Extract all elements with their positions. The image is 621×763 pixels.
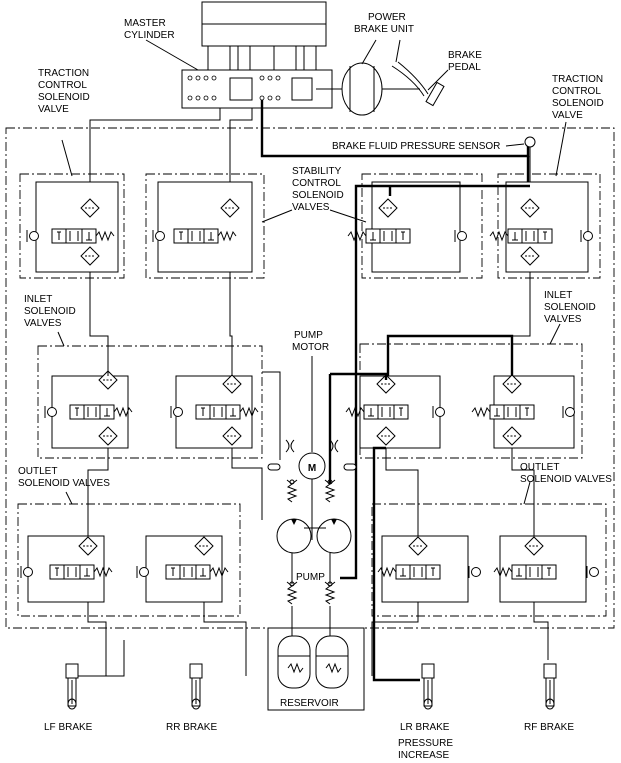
svg-text:INLET: INLET — [544, 290, 572, 301]
label-brake-pedal: BRAKE PEDAL — [448, 50, 482, 73]
traction-valve-right — [489, 173, 601, 279]
stability-valve-left — [145, 173, 265, 279]
stability-valve-right — [347, 173, 483, 279]
lf-caliper-icon — [65, 663, 79, 710]
label-traction-right: TRACTION CONTROL SOLENOID VALVE — [552, 74, 604, 121]
label-pump: PUMP — [296, 572, 325, 583]
svg-text:INCREASE: INCREASE — [398, 750, 449, 761]
leader-lines — [57, 39, 567, 505]
inlet-valves-right — [345, 343, 583, 459]
master-cylinder-assembly — [181, 1, 445, 116]
label-outlet-left: OUTLET SOLENOID VALVES — [18, 466, 110, 489]
svg-text:CONTROL: CONTROL — [292, 178, 341, 189]
label-rr-brake: RR BRAKE — [166, 722, 217, 733]
label-outlet-right: OUTLET SOLENOID VALVES — [520, 462, 612, 485]
svg-text:VALVE: VALVE — [552, 110, 583, 121]
outlet-valves-left — [17, 503, 241, 617]
pressurized-line — [260, 100, 530, 682]
svg-text:BRAKE UNIT: BRAKE UNIT — [354, 24, 414, 35]
svg-text:VALVES: VALVES — [544, 314, 582, 325]
svg-text:SOLENOID VALVES: SOLENOID VALVES — [520, 474, 612, 485]
label-reservoir: RESERVOIR — [280, 698, 339, 709]
left-circuit-lines — [78, 108, 281, 677]
svg-text:CYLINDER: CYLINDER — [124, 30, 175, 41]
svg-text:MASTER: MASTER — [124, 18, 166, 29]
rf-caliper-icon — [543, 663, 557, 710]
svg-text:MOTOR: MOTOR — [292, 342, 329, 353]
rr-caliper-icon — [189, 663, 203, 710]
lr-caliper-icon — [421, 663, 435, 710]
label-stability: STABILITY CONTROL SOLENOID VALVES — [292, 166, 344, 213]
svg-text:SOLENOID: SOLENOID — [552, 98, 604, 109]
svg-text:CONTROL: CONTROL — [38, 80, 87, 91]
pump-motor-assembly: M — [267, 356, 365, 711]
label-lf-brake: LF BRAKE — [44, 722, 93, 733]
svg-text:SOLENOID: SOLENOID — [24, 306, 76, 317]
svg-text:PRESSURE: PRESSURE — [398, 738, 453, 749]
svg-text:STABILITY: STABILITY — [292, 166, 342, 177]
label-lr-brake: LR BRAKE — [400, 722, 450, 733]
svg-text:PEDAL: PEDAL — [448, 62, 481, 73]
svg-text:POWER: POWER — [368, 12, 406, 23]
label-pressure-sensor: BRAKE FLUID PRESSURE SENSOR — [332, 141, 500, 152]
svg-text:VALVES: VALVES — [24, 318, 62, 329]
label-traction-left: TRACTION CONTROL SOLENOID VALVE — [38, 68, 90, 115]
svg-text:SOLENOID: SOLENOID — [544, 302, 596, 313]
label-pump-motor: PUMP MOTOR — [292, 330, 329, 353]
label-inlet-right: INLET SOLENOID VALVES — [544, 290, 596, 325]
label-pressure-increase: PRESSURE INCREASE — [398, 738, 453, 761]
svg-text:VALVE: VALVE — [38, 104, 69, 115]
inlet-valves-left — [37, 345, 263, 459]
label-inlet-left: INLET SOLENOID VALVES — [24, 294, 76, 329]
svg-text:OUTLET: OUTLET — [18, 466, 57, 477]
label-rf-brake: RF BRAKE — [524, 722, 574, 733]
pressure-sensor-icon — [524, 136, 536, 148]
svg-text:INLET: INLET — [24, 294, 52, 305]
svg-text:OUTLET: OUTLET — [520, 462, 559, 473]
svg-text:SOLENOID: SOLENOID — [292, 190, 344, 201]
motor-symbol: M — [308, 463, 316, 474]
label-power-brake-unit: POWER BRAKE UNIT — [354, 12, 414, 35]
svg-text:VALVES: VALVES — [292, 202, 330, 213]
outlet-valves-right — [371, 503, 607, 617]
traction-valve-left — [19, 173, 125, 279]
svg-text:SOLENOID: SOLENOID — [38, 92, 90, 103]
svg-text:SOLENOID VALVES: SOLENOID VALVES — [18, 478, 110, 489]
svg-text:CONTROL: CONTROL — [552, 86, 601, 97]
svg-text:BRAKE: BRAKE — [448, 50, 482, 61]
label-master-cylinder: MASTER CYLINDER — [124, 18, 175, 41]
svg-text:TRACTION: TRACTION — [552, 74, 603, 85]
svg-text:TRACTION: TRACTION — [38, 68, 89, 79]
svg-text:PUMP: PUMP — [294, 330, 323, 341]
